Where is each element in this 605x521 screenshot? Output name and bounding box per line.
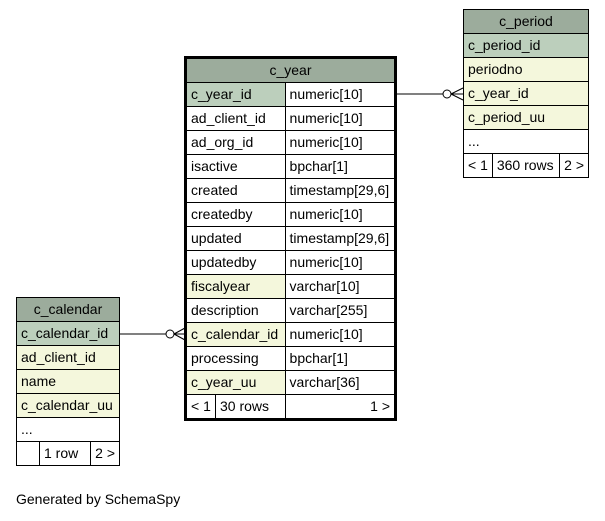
column-c_year_id[interactable]: c_year_id [463,81,589,106]
column-description-type: varchar[255] [284,298,397,323]
column-fiscalyear[interactable]: fiscalyear [185,274,286,299]
footer-prev[interactable]: < 1 [463,153,493,178]
column-c_year_uu[interactable]: c_year_uu [185,370,286,395]
table-c_period[interactable]: c_period c_period_id periodno c_year_id … [463,9,589,178]
column-c_calendar_uu[interactable]: c_calendar_uu [16,393,120,418]
column-c_year_id[interactable]: c_year_id [185,82,286,107]
table-header-c_period[interactable]: c_period [463,9,589,34]
footer-row-count: 360 rows [491,153,561,178]
column-c_year_uu-type: varchar[36] [284,370,397,395]
column-ellipsis: ... [16,417,120,442]
relationship-c_period-to-c_year[interactable] [397,87,464,101]
column-ad_org_id-type: numeric[10] [284,130,397,155]
generated-by-caption: Generated by SchemaSpy [16,491,181,507]
column-updated[interactable]: updated [185,226,286,251]
column-c_period_uu[interactable]: c_period_uu [463,105,589,130]
column-c_calendar_id[interactable]: c_calendar_id [16,321,120,346]
footer-row-count: 1 row [38,441,92,466]
relationship-c_year-to-c_calendar[interactable] [120,327,186,341]
column-fiscalyear-type: varchar[10] [284,274,397,299]
column-ad_client_id[interactable]: ad_client_id [185,106,286,131]
footer-next[interactable]: 2 > [559,153,589,178]
footer-prev[interactable] [16,441,40,466]
table-header-c_calendar[interactable]: c_calendar [16,297,120,322]
column-created-type: timestamp[29,6] [284,178,397,203]
footer-next[interactable]: 1 > [284,394,397,420]
column-description[interactable]: description [185,298,286,323]
column-isactive-type: bpchar[1] [284,154,397,179]
column-createdby-type: numeric[10] [284,202,397,227]
table-c_calendar[interactable]: c_calendar c_calendar_id ad_client_id na… [16,297,120,466]
table-header-c_year[interactable]: c_year [185,57,396,83]
column-ad_org_id[interactable]: ad_org_id [185,130,286,155]
column-c_period_id[interactable]: c_period_id [463,33,589,58]
column-isactive[interactable]: isactive [185,154,286,179]
column-periodno[interactable]: periodno [463,57,589,82]
column-created[interactable]: created [185,178,286,203]
column-updatedby-type: numeric[10] [284,250,397,275]
footer-prev[interactable]: < 1 [185,394,216,420]
column-processing-type: bpchar[1] [284,346,397,371]
footer-row-count: 30 rows [215,394,286,420]
column-ellipsis: ... [463,129,589,154]
table-c_year[interactable]: c_year c_year_id numeric[10] ad_client_i… [184,56,397,421]
column-processing[interactable]: processing [185,346,286,371]
footer-next[interactable]: 2 > [90,441,120,466]
